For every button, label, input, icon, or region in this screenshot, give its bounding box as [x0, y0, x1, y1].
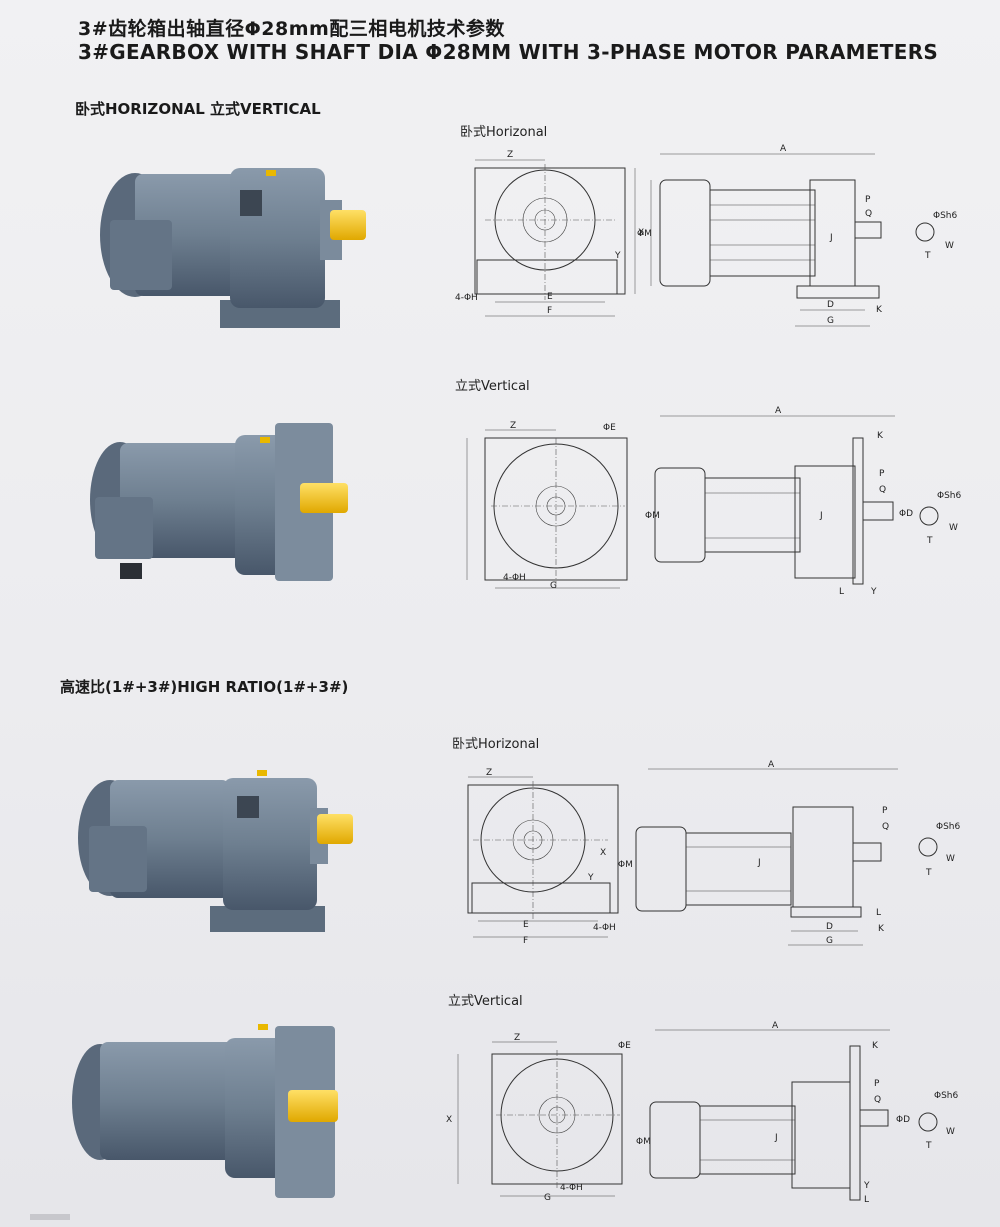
dim-t-v2: T — [925, 1141, 932, 1151]
motor-photo-horizontal-2 — [65, 768, 365, 948]
dim-z: Z — [507, 150, 513, 160]
dim-q-v2: Q — [874, 1095, 881, 1105]
motor-photo-vertical-1 — [75, 415, 365, 585]
dim-w: W — [945, 241, 954, 251]
dim-a-v2: A — [772, 1021, 779, 1031]
dim-y-v1: Y — [870, 587, 877, 597]
dim-m-v2: ΦM — [636, 1137, 651, 1147]
section-label-high-ratio: 高速比(1#+3#)HIGH RATIO(1#+3#) — [60, 678, 349, 696]
dim-k-h2: K — [878, 924, 885, 934]
dim-j: J — [829, 233, 833, 243]
motor-photo-horizontal-1 — [80, 160, 380, 340]
page-title-en: 3#GEARBOX WITH SHAFT DIA Φ28MM WITH 3-PH… — [78, 40, 939, 64]
dim-g: G — [827, 316, 834, 326]
dim-t-v1: T — [926, 536, 933, 546]
dim-x-v2: X — [446, 1115, 452, 1125]
dim-z-v2: Z — [514, 1033, 520, 1043]
drawing-vertical-1: Z ΦE 4-ΦH G A K P Q ΦM J ΦD L Y ΦSh6 T W — [455, 398, 965, 608]
dim-p-v2: P — [874, 1079, 880, 1089]
dim-shaft: ΦSh6 — [933, 211, 958, 221]
dim-y-h2: Y — [587, 873, 594, 883]
dim-d: D — [827, 300, 834, 310]
dim-g-h2: G — [826, 936, 833, 946]
dim-k-v1: K — [877, 431, 884, 441]
dim-a-h2: A — [768, 760, 775, 770]
dim-a: A — [780, 144, 787, 154]
dim-phid-v1: ΦD — [899, 509, 913, 519]
page-edge-fragment — [30, 1214, 70, 1220]
dim-m-v1: ΦM — [645, 511, 660, 521]
dim-a-v1: A — [775, 406, 782, 416]
dim-hole: 4-ΦH — [455, 293, 478, 303]
dim-e: E — [547, 292, 553, 302]
dim-w-v1: W — [949, 523, 958, 533]
dim-x: X — [638, 228, 644, 238]
dim-p-h2: P — [882, 806, 888, 816]
dim-m-h2: ΦM — [618, 860, 633, 870]
dim-t: T — [924, 251, 931, 261]
dim-y: Y — [614, 251, 621, 261]
section-label-standard: 卧式HORIZONAL 立式VERTICAL — [75, 100, 321, 118]
diagram-label-vertical-1: 立式Vertical — [455, 379, 530, 394]
dim-e-h2: E — [523, 920, 529, 930]
dim-hole-v1: 4-ΦH — [503, 573, 526, 583]
dim-f: F — [547, 306, 552, 316]
dim-shaft-v2: ΦSh6 — [934, 1091, 959, 1101]
dim-j-v1: J — [819, 511, 823, 521]
dim-w-h2: W — [946, 854, 955, 864]
dim-g-v2: G — [544, 1193, 551, 1203]
dim-phie-v2: ΦE — [618, 1041, 631, 1051]
dim-w-v2: W — [946, 1127, 955, 1137]
dim-k: K — [876, 305, 883, 315]
diagram-label-vertical-2: 立式Vertical — [448, 994, 523, 1009]
diagram-label-horizontal-1: 卧式Horizonal — [460, 125, 548, 140]
dim-z-v1: Z — [510, 421, 516, 431]
dim-phie-v1: ΦE — [603, 423, 616, 433]
dim-p: P — [865, 195, 871, 205]
page-title-cn: 3#齿轮箱出轴直径Φ28mm配三相电机技术参数 — [78, 18, 505, 40]
diagram-label-horizontal-2: 卧式Horizonal — [452, 737, 540, 752]
dim-hole-h2: 4-ΦH — [593, 923, 616, 933]
dim-shaft-v1: ΦSh6 — [937, 491, 962, 501]
dim-k-v2: K — [872, 1041, 879, 1051]
dim-phid-v2: ΦD — [896, 1115, 910, 1125]
dim-j-h2: J — [757, 858, 761, 868]
motor-photo-vertical-2 — [60, 1022, 360, 1200]
dim-l-h2: L — [876, 908, 881, 918]
dim-l-v2: L — [864, 1195, 869, 1205]
dim-m: ΦM — [637, 229, 652, 239]
dim-d-h2: D — [826, 922, 833, 932]
drawing-horizontal-1: Z X Y E F 4-ΦH A D G K P Q ΦM — [455, 140, 965, 340]
dim-x-h2: X — [600, 848, 606, 858]
drawing-horizontal-2: Z X Y E F 4-ΦH A D G K L P Q ΦM J — [448, 755, 965, 955]
dim-q: Q — [865, 209, 872, 219]
dim-f-h2: F — [523, 936, 528, 946]
dim-l-v1: L — [839, 587, 844, 597]
dim-y-v2: Y — [863, 1181, 870, 1191]
dim-j-v2: J — [774, 1133, 778, 1143]
dim-hole-v2: 4-ΦH — [560, 1183, 583, 1193]
drawing-vertical-2: Z X ΦE 4-ΦH G A K P Q ΦM J ΦD Y L ΦSh6 T — [440, 1010, 965, 1210]
dim-g-v1: G — [550, 581, 557, 591]
dim-q-v1: Q — [879, 485, 886, 495]
dim-z-h2: Z — [486, 768, 492, 778]
dim-t-h2: T — [925, 868, 932, 878]
dim-p-v1: P — [879, 469, 885, 479]
dim-q-h2: Q — [882, 822, 889, 832]
dim-shaft-h2: ΦSh6 — [936, 822, 961, 832]
